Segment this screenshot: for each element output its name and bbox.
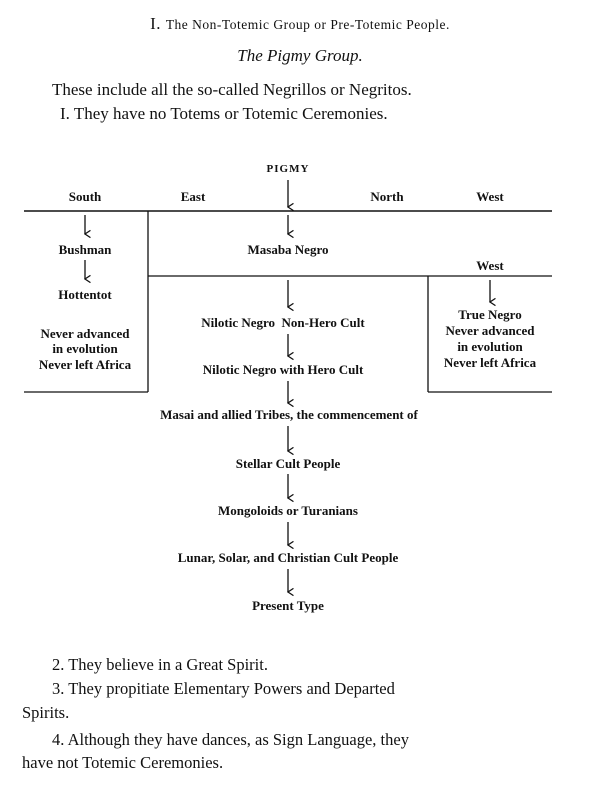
direction-south: South [69, 189, 102, 204]
direction-east: East [181, 189, 206, 204]
direction-west: West [476, 189, 504, 204]
left-note-line1: Never advanced [41, 326, 131, 341]
left-note-line3: Never left Africa [39, 357, 132, 372]
bushman-label: Bushman [59, 242, 113, 257]
true-negro-label: True Negro [458, 307, 521, 322]
right-note-line2: in evolution [457, 339, 523, 354]
lunar-label: Lunar, Solar, and Christian Cult People [178, 550, 399, 565]
point-1: I. They have no Totems or Totemic Ceremo… [60, 104, 388, 123]
present-label: Present Type [252, 598, 324, 613]
direction-west-2: West [476, 258, 504, 273]
point-4-line1: 4. Although they have dances, as Sign La… [52, 730, 409, 749]
pigmy-label: PIGMY [267, 163, 310, 175]
section-heading: I. The Non-Totemic Group or Pre-Totemic … [0, 14, 600, 34]
intro-text: These include all the so-called Negrillo… [52, 80, 412, 99]
heading-numeral: I. [150, 14, 162, 33]
point-3-line1: 3. They propitiate Elementary Powers and… [52, 679, 395, 698]
direction-north: North [370, 189, 404, 204]
point-3-line2: Spirits. [22, 703, 70, 722]
right-note-line3: Never left Africa [444, 355, 537, 370]
point-4-line2: have not Totemic Ceremonies. [22, 753, 224, 772]
heading-title: The Non-Totemic Group or Pre-Totemic Peo… [165, 17, 450, 32]
nilotic-hero-label: Nilotic Negro with Hero Cult [203, 362, 364, 377]
mongoloids-label: Mongoloids or Turanians [218, 503, 358, 518]
left-note-line2: in evolution [52, 341, 118, 356]
right-note-line1: Never advanced [446, 323, 536, 338]
stellar-label: Stellar Cult People [236, 456, 341, 471]
hottentot-label: Hottentot [58, 287, 112, 302]
masaba-label: Masaba Negro [247, 242, 328, 257]
descent-diagram: PIGMY South East North West Bushman Hott… [24, 163, 552, 613]
subheading: The Pigmy Group. [237, 46, 363, 65]
nilotic-non-hero-label: Nilotic Negro Non-Hero Cult [201, 315, 365, 330]
masai-label: Masai and allied Tribes, the commencemen… [160, 407, 418, 422]
point-2: 2. They believe in a Great Spirit. [52, 655, 268, 674]
